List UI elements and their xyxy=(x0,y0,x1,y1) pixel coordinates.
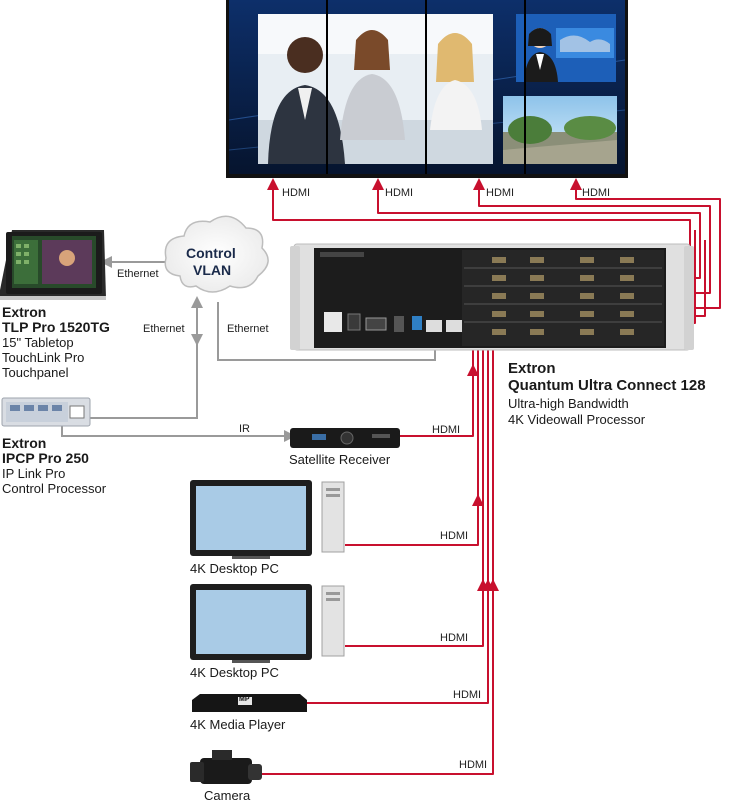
matrix-brand: Extron xyxy=(508,360,556,377)
hdmi-label-wall-1: HDMI xyxy=(282,187,311,199)
matrix-line1: Ultra-high Bandwidth xyxy=(508,396,629,411)
pc2-label: 4K Desktop PC xyxy=(190,665,279,680)
satellite-receiver-device xyxy=(290,428,400,448)
desktop-pc-1 xyxy=(190,480,345,559)
touchpanel-line1: 15" Tabletop xyxy=(2,335,74,350)
hdmi-label-pc1: HDMI xyxy=(440,530,469,542)
media-player-device xyxy=(192,694,307,712)
camera-label: Camera xyxy=(204,788,251,803)
touchpanel-line3: Touchpanel xyxy=(2,365,69,380)
hdmi-label-pc2: HDMI xyxy=(440,632,469,644)
processor-model: IPCP Pro 250 xyxy=(2,450,89,466)
network-label-control: Control xyxy=(186,245,236,261)
quantum-matrix-device xyxy=(290,243,694,351)
control-vlan-cloud xyxy=(164,215,269,293)
wall-seams xyxy=(326,0,526,174)
desktop-pc-2 xyxy=(190,584,345,663)
camera-device xyxy=(190,750,262,784)
touchpanel-model: TLP Pro 1520TG xyxy=(2,319,110,335)
touchpanel-brand: Extron xyxy=(2,304,47,320)
ipcp-processor-device xyxy=(1,397,91,427)
satellite-label: Satellite Receiver xyxy=(289,452,391,467)
hdmi-label-wall-2: HDMI xyxy=(385,187,414,199)
touchpanel-line2: TouchLink Pro xyxy=(2,350,85,365)
media-player-badge: MP xyxy=(239,696,250,703)
video-wall xyxy=(226,0,628,178)
hdmi-label-media-player: HDMI xyxy=(453,689,482,701)
ethernet-label-matrix: Ethernet xyxy=(227,323,269,335)
matrix-line2: 4K Videowall Processor xyxy=(508,412,646,427)
hdmi-label-camera: HDMI xyxy=(459,759,488,771)
hdmi-label-wall-4: HDMI xyxy=(582,187,611,199)
wall-news-image xyxy=(516,14,616,82)
wall-landscape-image xyxy=(503,96,617,164)
media-player-label: 4K Media Player xyxy=(190,717,286,732)
hdmi-label-wall-3: HDMI xyxy=(486,187,515,199)
touchpanel-device xyxy=(0,230,106,300)
processor-line1: IP Link Pro xyxy=(2,466,66,481)
matrix-model: Quantum Ultra Connect 128 xyxy=(508,377,706,394)
ethernet-label-processor: Ethernet xyxy=(143,323,185,335)
ir-label: IR xyxy=(239,423,250,435)
network-label-vlan: VLAN xyxy=(193,262,232,278)
pc1-label: 4K Desktop PC xyxy=(190,561,279,576)
hdmi-label-satellite: HDMI xyxy=(432,424,461,436)
ethernet-label-touchpanel: Ethernet xyxy=(117,268,159,280)
processor-brand: Extron xyxy=(2,435,47,451)
processor-line2: Control Processor xyxy=(2,481,107,496)
wall-meeting-image xyxy=(258,14,493,164)
